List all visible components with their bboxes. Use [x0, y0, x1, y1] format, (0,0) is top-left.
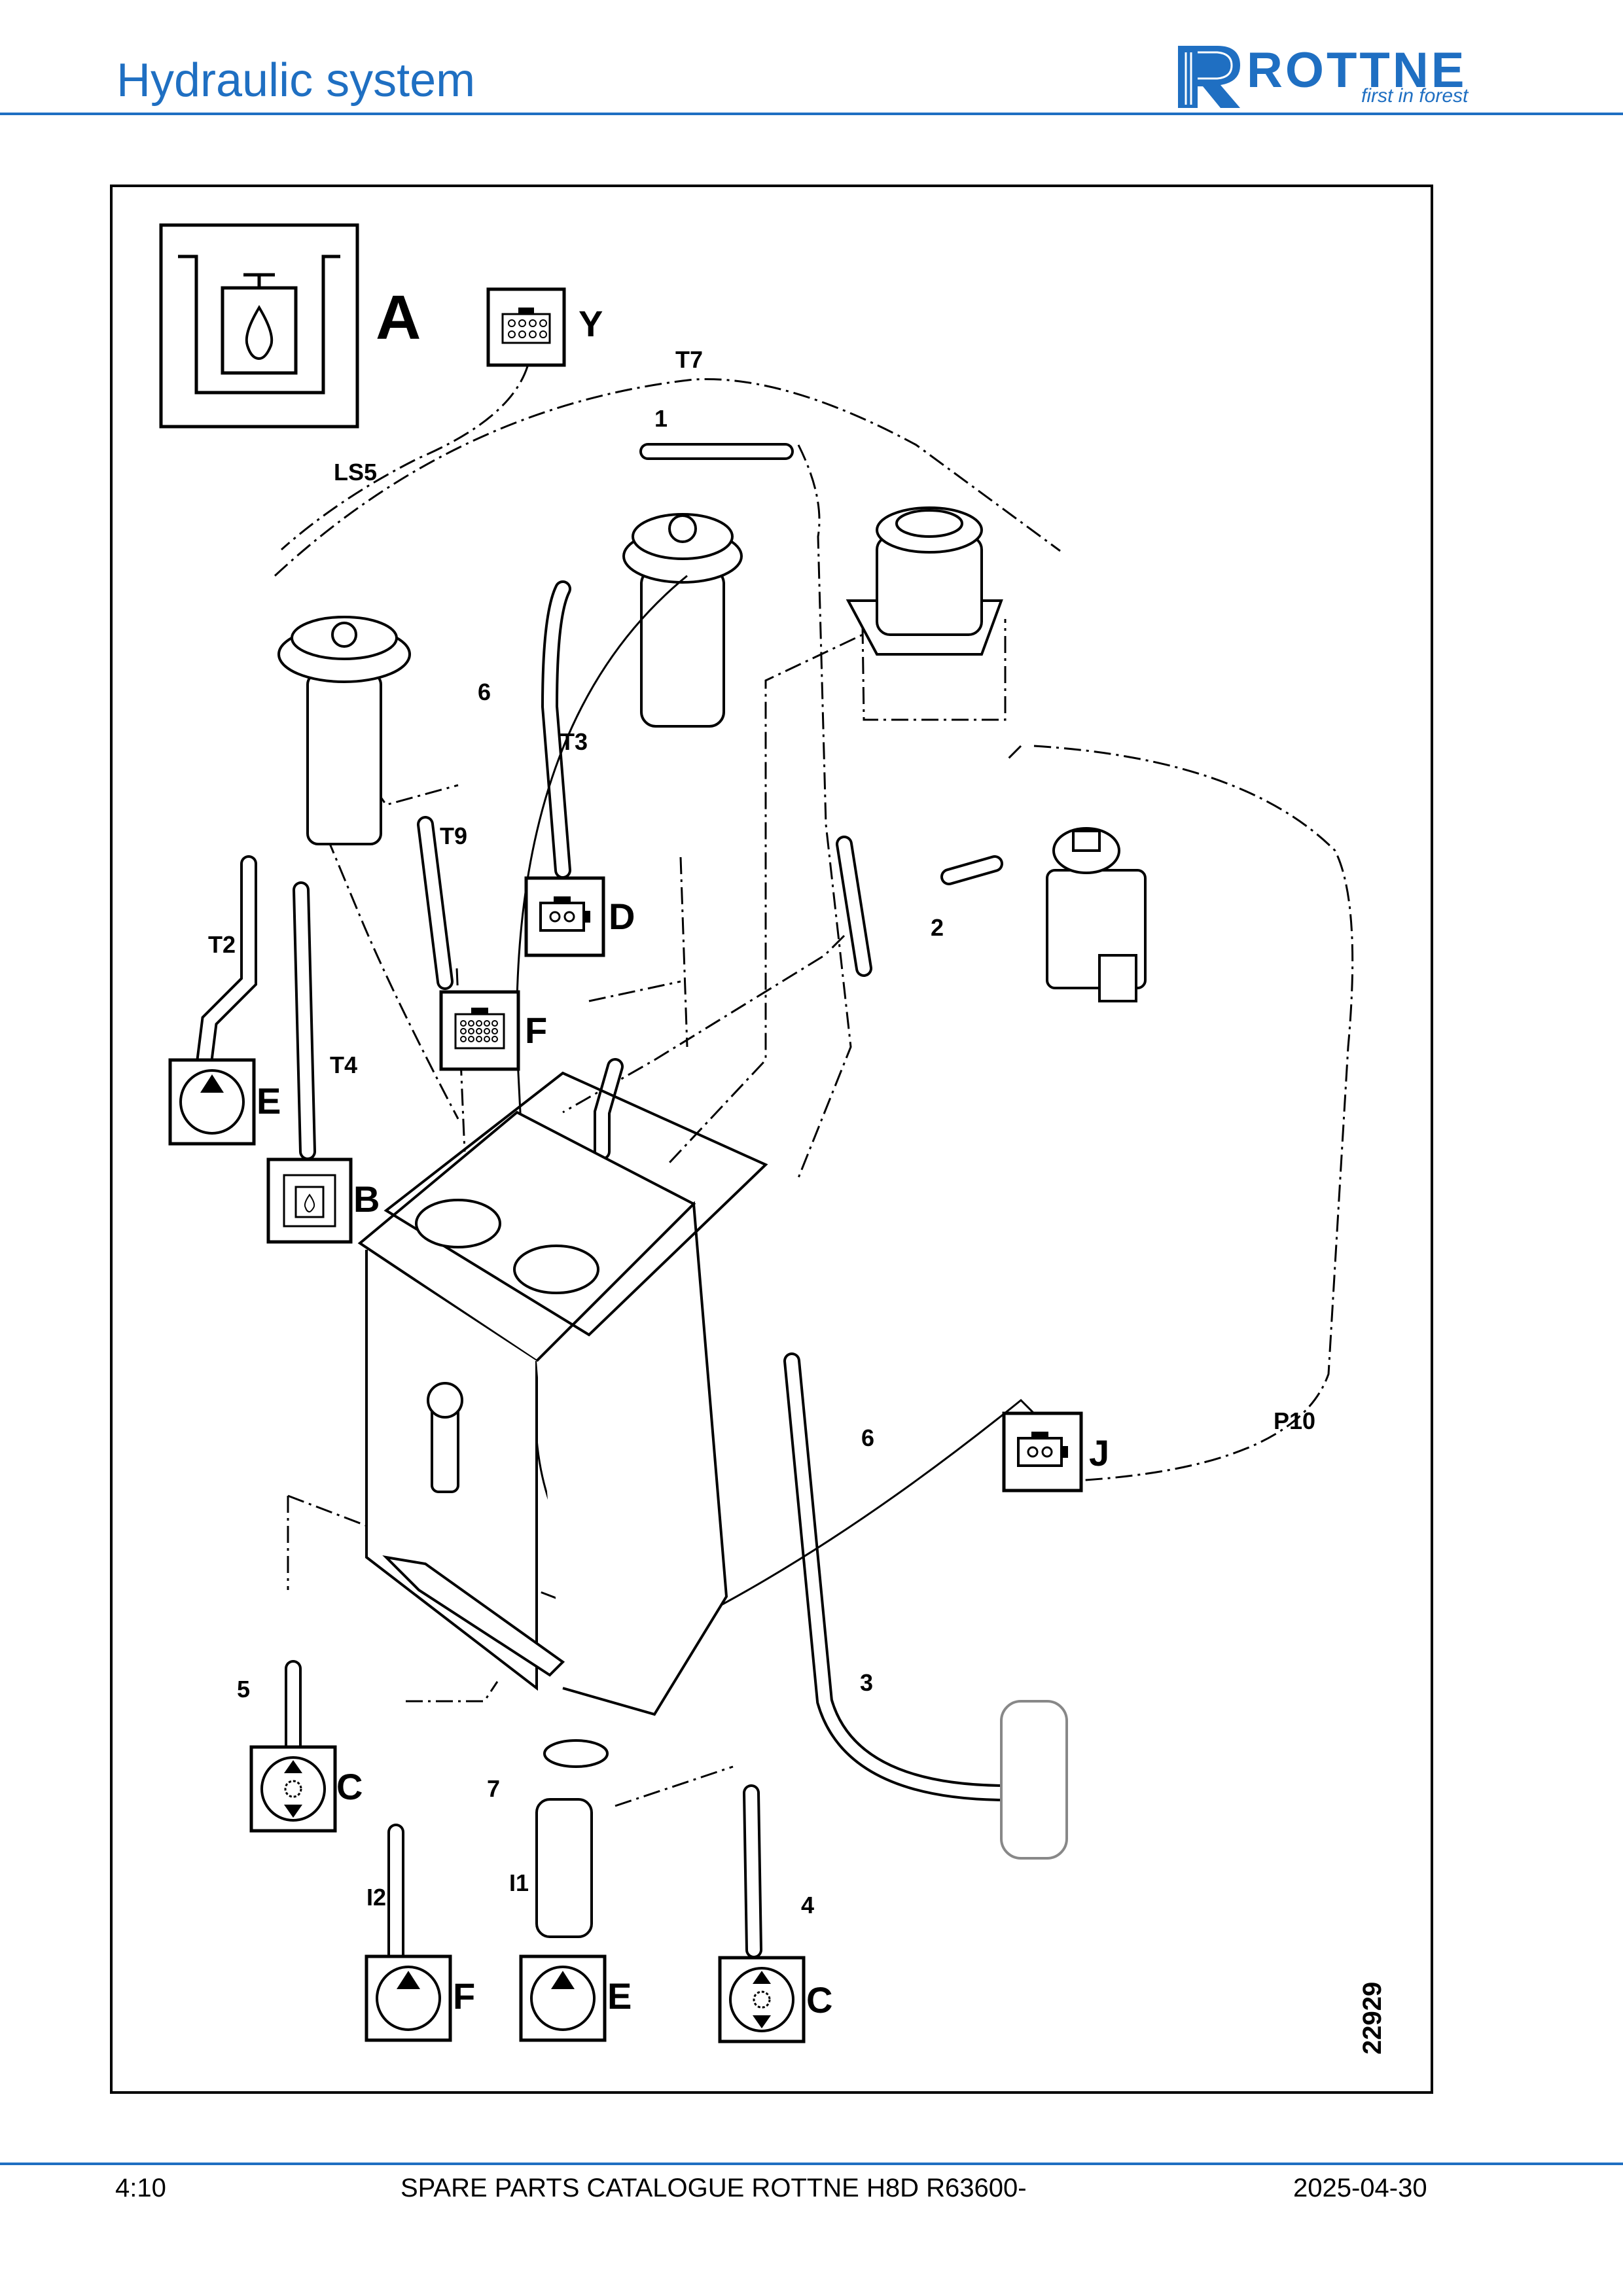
logo-tagline: first in forest	[1361, 85, 1469, 107]
item-number-6-top: 6	[478, 679, 491, 705]
connector-f-symbol	[439, 990, 520, 1071]
footer-divider	[0, 2163, 1623, 2165]
diagram-frame	[110, 185, 1433, 2094]
pump-f-symbol	[366, 1956, 450, 2040]
valve-block-right	[1046, 827, 1147, 1002]
return-filter-center	[622, 513, 743, 728]
connector-j-symbol	[1004, 1413, 1081, 1491]
hose-label-ls5: LS5	[334, 459, 377, 486]
catalogue-title: SPARE PARTS CATALOGUE ROTTNE H8D R63600-	[401, 2174, 1027, 2202]
pump-e-symbol-bottom	[521, 1956, 605, 2040]
pump-e-label-bottom: E	[607, 1975, 632, 2017]
pump-motor-c-label-left: C	[336, 1766, 363, 1807]
page-title: Hydraulic system	[116, 54, 476, 107]
item-number-5: 5	[237, 1676, 250, 1703]
connector-y-symbol	[486, 287, 566, 367]
pump-f-label: F	[453, 1975, 475, 2017]
hose-label-i2: I2	[366, 1884, 386, 1911]
pressure-filter-right	[846, 506, 1003, 656]
header-divider	[0, 113, 1623, 115]
group-letter: A	[376, 283, 421, 353]
connector-d-label: D	[609, 896, 635, 937]
pump-motor-c-label-bottom: C	[806, 1979, 832, 2021]
item-number-3: 3	[860, 1669, 873, 1696]
hose-label-t9: T9	[440, 822, 467, 849]
pump-motor-c-symbol-bottom	[720, 1958, 804, 2041]
hose-label-t7: T7	[675, 346, 703, 373]
connector-d-symbol	[526, 878, 603, 955]
hydraulic-tank	[357, 1071, 1068, 1938]
item-number-2: 2	[931, 914, 944, 941]
logo-wordmark: ROTTNE	[1247, 43, 1467, 98]
rottne-r-emblem-icon	[1178, 46, 1240, 108]
page-number: 4:10	[115, 2174, 166, 2202]
item-number-1: 1	[654, 405, 668, 432]
item-number-7: 7	[487, 1775, 500, 1802]
tank-b-label: B	[353, 1178, 380, 1220]
item-number-4: 4	[801, 1892, 814, 1918]
pump-motor-c-symbol-left	[251, 1747, 335, 1831]
connector-j-label: J	[1089, 1432, 1109, 1474]
figure-number: 22929	[1358, 1982, 1387, 2055]
hose-label-i1: I1	[509, 1869, 529, 1896]
tank-b-symbol	[266, 1157, 353, 1244]
pump-e-label-left: E	[257, 1080, 281, 1122]
return-filter-left	[277, 616, 411, 845]
connector-f-label: F	[525, 1010, 547, 1051]
group-a-symbol	[159, 223, 359, 429]
item-number-6-bottom: 6	[861, 1424, 874, 1451]
hose-label-t2: T2	[208, 931, 236, 958]
pump-e-symbol-left	[170, 1060, 254, 1144]
connector-y-label: Y	[579, 303, 603, 344]
catalogue-date: 2025-04-30	[1293, 2174, 1427, 2202]
hose-label-t4: T4	[330, 1051, 357, 1078]
hose-label-p10: P10	[1274, 1407, 1315, 1434]
hose-label-t3: T3	[560, 728, 588, 755]
rottne-logo: ROTTNE first in forest	[1171, 39, 1512, 111]
